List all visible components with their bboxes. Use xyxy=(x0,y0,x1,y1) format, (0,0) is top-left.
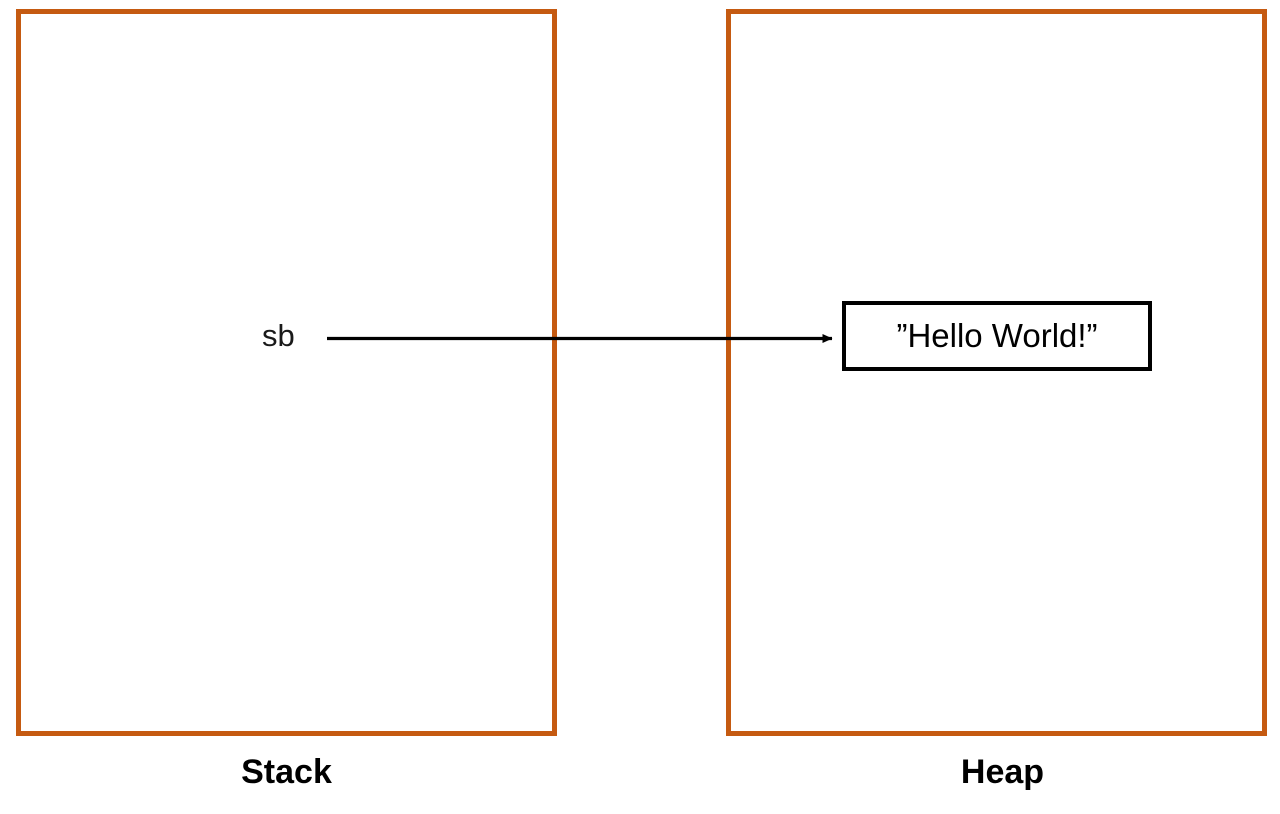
stack-variable-label-sb: sb xyxy=(262,318,295,353)
heap-object-box: ”Hello World!” xyxy=(842,301,1152,371)
pointer-arrow-icon xyxy=(327,334,833,343)
heap-object-value: ”Hello World!” xyxy=(896,316,1098,354)
heap-region-box xyxy=(726,9,1267,736)
stack-region-box xyxy=(16,9,557,736)
stack-caption: Stack xyxy=(241,753,332,791)
heap-caption: Heap xyxy=(960,753,1045,791)
